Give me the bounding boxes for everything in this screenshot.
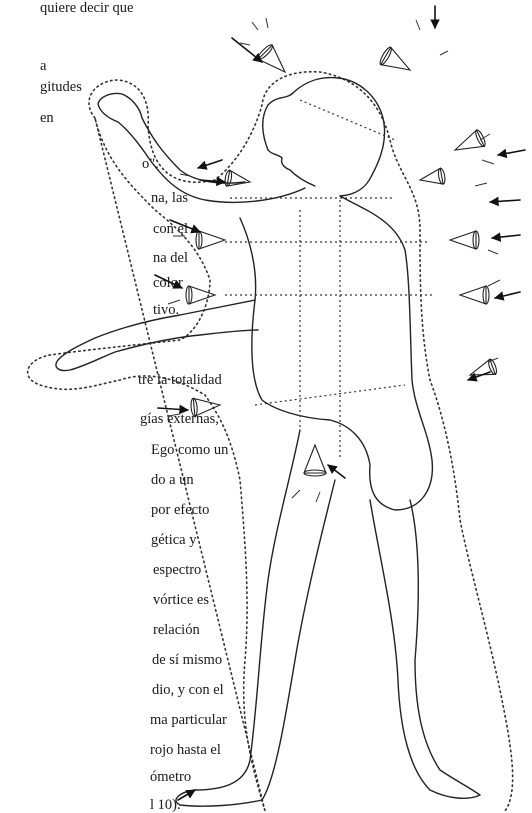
vortex-heart-right: [450, 231, 479, 249]
torso-outline: [240, 196, 432, 510]
vortex-throat-left: [224, 170, 251, 190]
vortex-crown: [378, 46, 415, 79]
aura-outline: [28, 72, 513, 811]
vortex-head-right: [451, 129, 487, 158]
vortex-heart-left: [196, 231, 225, 249]
energy-grid: [225, 100, 435, 460]
vortex-throat-right: [419, 168, 446, 188]
head-outline: [263, 78, 385, 196]
vortex-root: [304, 445, 326, 476]
back-leg: [176, 430, 335, 806]
vortex-solar-right: [460, 286, 489, 304]
raised-arm: [98, 93, 305, 202]
vortices: [186, 43, 498, 476]
front-leg: [370, 500, 480, 798]
energy-sparks: [168, 18, 500, 502]
face-profile: [268, 150, 315, 186]
vortex-solar-left: [186, 286, 215, 304]
lowered-arm: [56, 300, 258, 371]
